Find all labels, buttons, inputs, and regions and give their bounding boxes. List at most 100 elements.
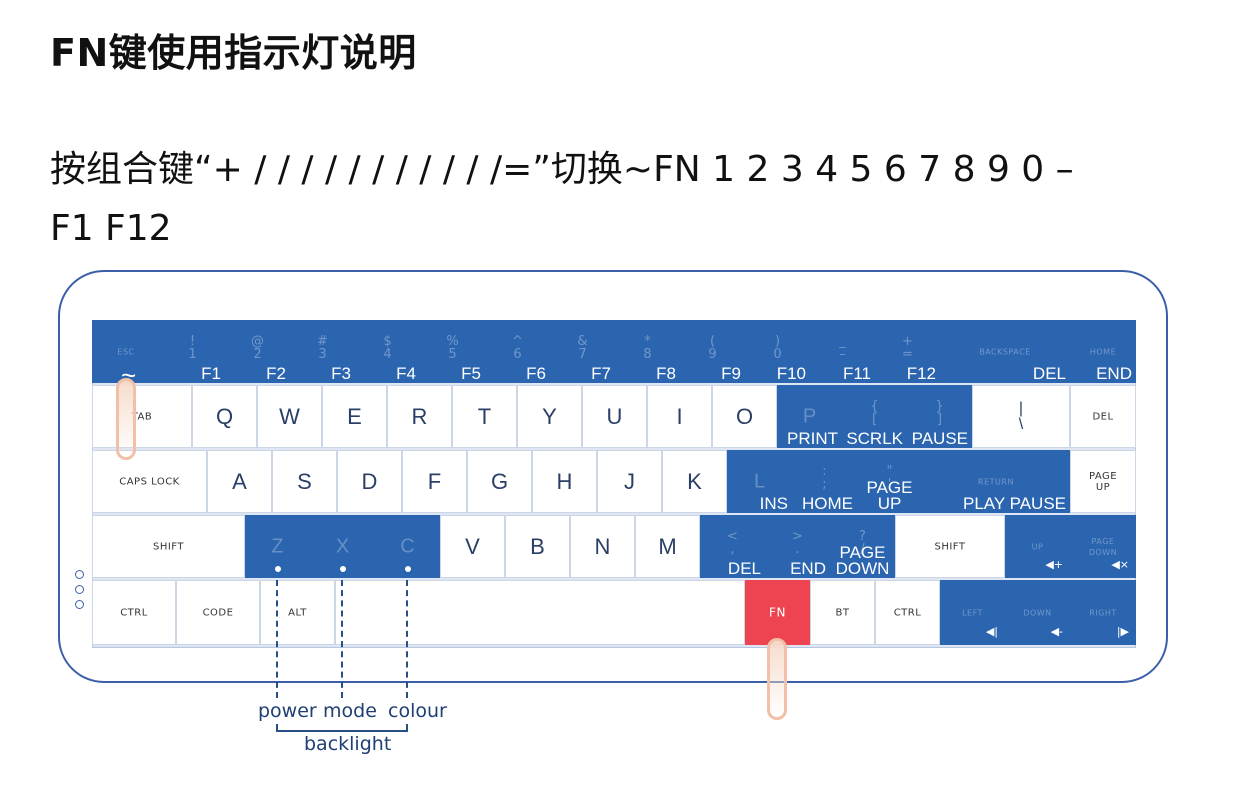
key-label: Z bbox=[271, 535, 284, 557]
key-label: A bbox=[232, 468, 247, 494]
key-top-label: ) 0 bbox=[773, 334, 782, 362]
key-icon: |▶ bbox=[1116, 625, 1129, 638]
key-fn[interactable]: FN bbox=[745, 580, 810, 645]
key-label-small: RETURN bbox=[978, 477, 1014, 486]
key-k[interactable]: K bbox=[662, 450, 727, 513]
key-u[interactable]: U bbox=[582, 385, 647, 448]
key-r[interactable]: R bbox=[387, 385, 452, 448]
key-m[interactable]: M bbox=[635, 515, 700, 578]
key-rbracket[interactable]: } ]PAUSE bbox=[907, 385, 972, 448]
key-minus[interactable]: _ –F11 bbox=[810, 320, 875, 383]
key-esc[interactable]: ESC~ bbox=[92, 320, 160, 383]
key-up[interactable]: UP◀+ bbox=[1005, 515, 1070, 578]
key-h[interactable]: H bbox=[532, 450, 597, 513]
key-top-label: + = bbox=[902, 334, 913, 362]
key-f[interactable]: F bbox=[402, 450, 467, 513]
finger-fn-icon bbox=[767, 638, 787, 720]
key-b[interactable]: B bbox=[505, 515, 570, 578]
key-del[interactable]: DEL bbox=[1070, 385, 1136, 448]
key-pagedown[interactable]: PAGE DOWN◀× bbox=[1070, 515, 1136, 578]
key-e[interactable]: E bbox=[322, 385, 387, 448]
key-label-small: PAGE DOWN bbox=[1088, 536, 1118, 557]
key-backslash[interactable]: | \ bbox=[972, 385, 1070, 448]
key-left[interactable]: LEFT◀| bbox=[940, 580, 1005, 645]
key-t[interactable]: T bbox=[452, 385, 517, 448]
key-lshift[interactable]: SHIFT bbox=[92, 515, 245, 578]
key-s[interactable]: S bbox=[272, 450, 337, 513]
key-label: H bbox=[556, 468, 573, 494]
key-rctrl[interactable]: CTRL bbox=[875, 580, 940, 645]
key-top-label: % 5 bbox=[446, 334, 459, 362]
key-led-dot bbox=[404, 566, 411, 572]
key-c[interactable]: C bbox=[375, 515, 440, 578]
key-fn-label: F5 bbox=[461, 364, 481, 383]
key-y[interactable]: Y bbox=[517, 385, 582, 448]
key-q[interactable]: Q bbox=[192, 385, 257, 448]
key-fn-label: F2 bbox=[266, 364, 286, 383]
key-g[interactable]: G bbox=[467, 450, 532, 513]
key-pageup[interactable]: PAGE UP bbox=[1070, 450, 1136, 513]
key-label: N bbox=[594, 533, 611, 559]
key-semicolon[interactable]: : ;HOME bbox=[792, 450, 857, 513]
key-label-small: CTRL bbox=[120, 607, 148, 618]
key-lctrl[interactable]: CTRL bbox=[92, 580, 176, 645]
key-a[interactable]: A bbox=[207, 450, 272, 513]
key-i[interactable]: I bbox=[647, 385, 712, 448]
key-code[interactable]: CODE bbox=[176, 580, 260, 645]
key-label: C bbox=[400, 535, 415, 557]
key-label-small: TAB bbox=[131, 411, 153, 422]
key-fn-label: PRINT bbox=[787, 429, 838, 448]
key-alt[interactable]: ALT bbox=[260, 580, 335, 645]
key-n[interactable]: N bbox=[570, 515, 635, 578]
key-led-dot bbox=[339, 566, 346, 572]
key-j[interactable]: J bbox=[597, 450, 662, 513]
key-equal[interactable]: + =F12 bbox=[875, 320, 940, 383]
key-caps[interactable]: CAPS LOCK bbox=[92, 450, 207, 513]
key-label: W bbox=[279, 403, 300, 429]
dash-line-mode bbox=[341, 580, 343, 698]
key-label-small: SHIFT bbox=[152, 541, 184, 552]
key-label: V bbox=[465, 533, 480, 559]
key-period[interactable]: > .END bbox=[765, 515, 830, 578]
key-p[interactable]: P PRINT bbox=[777, 385, 842, 448]
key-return[interactable]: RETURN PLAY PAUSE bbox=[922, 450, 1070, 513]
key-bt[interactable]: BT bbox=[810, 580, 875, 645]
key-quote[interactable]: " 'PAGE UP bbox=[857, 450, 922, 513]
key-label: G bbox=[490, 468, 509, 494]
key-rshift[interactable]: SHIFT bbox=[895, 515, 1005, 578]
key-space[interactable] bbox=[335, 580, 745, 645]
key-label: P bbox=[802, 405, 817, 427]
key-right[interactable]: RIGHT|▶ bbox=[1070, 580, 1136, 645]
key-label: Y bbox=[542, 403, 557, 429]
key-fn-label: F6 bbox=[526, 364, 546, 383]
key-z[interactable]: Z bbox=[245, 515, 310, 578]
key-top-label: : ; bbox=[822, 464, 827, 492]
key-comma[interactable]: < ,DEL bbox=[700, 515, 765, 578]
key-w[interactable]: W bbox=[257, 385, 322, 448]
key-v[interactable]: V bbox=[440, 515, 505, 578]
key-o[interactable]: O bbox=[712, 385, 777, 448]
key-label: O bbox=[735, 403, 754, 429]
key-x[interactable]: X bbox=[310, 515, 375, 578]
key-lbracket[interactable]: { [SCRLK bbox=[842, 385, 907, 448]
key-label-small: CTRL bbox=[893, 607, 922, 618]
key-d[interactable]: D bbox=[337, 450, 402, 513]
key-fn-label: PLAY PAUSE bbox=[963, 494, 1066, 513]
key-slash[interactable]: ? /PAGE DOWN bbox=[830, 515, 895, 578]
key-down[interactable]: DOWN◀- bbox=[1005, 580, 1070, 645]
key-tab[interactable]: TAB bbox=[92, 385, 192, 448]
key-label-small: SHIFT bbox=[934, 541, 966, 552]
